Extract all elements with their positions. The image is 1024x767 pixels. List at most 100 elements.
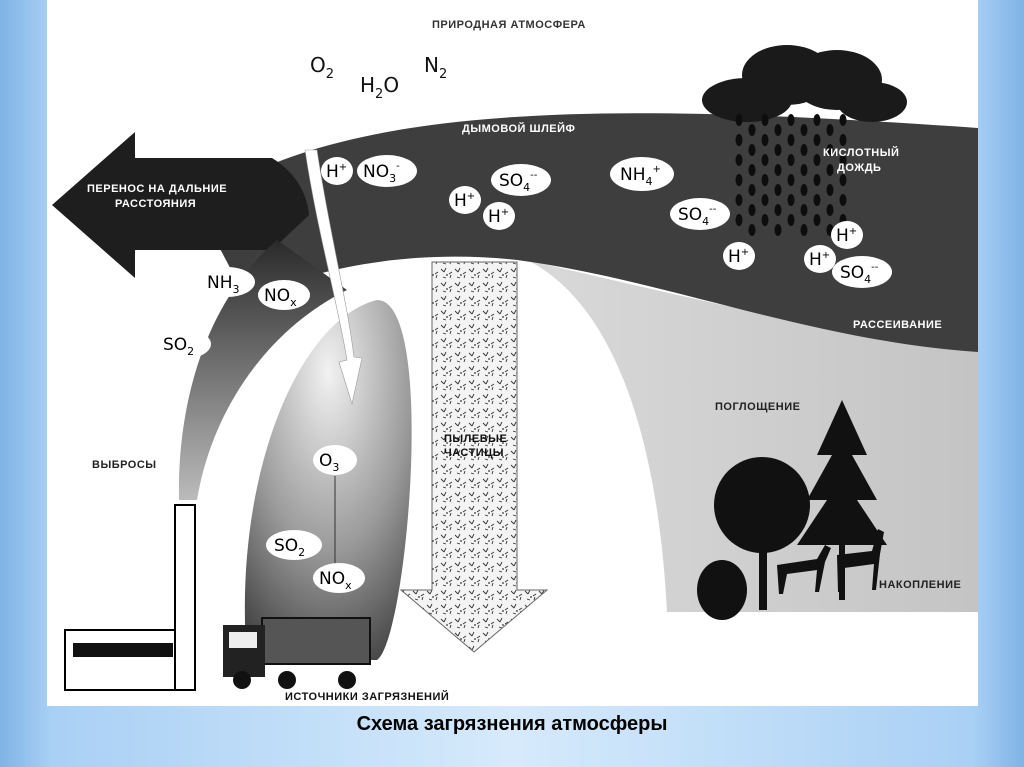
raindrop (761, 114, 769, 126)
raindrop (787, 214, 795, 226)
raindrop (839, 134, 847, 146)
raindrop (748, 204, 756, 216)
ion-h-1: H+ (321, 157, 353, 185)
raindrop (813, 214, 821, 226)
svg-text:H+: H+ (728, 247, 749, 267)
raindrop (813, 174, 821, 186)
raindrop (839, 154, 847, 166)
raindrop (735, 194, 743, 206)
gas-nox-2: NOx (313, 563, 365, 593)
truck (223, 617, 371, 689)
svg-text:SO2: SO2 (163, 335, 194, 358)
raindrop (787, 174, 795, 186)
raindrop (774, 204, 782, 216)
raindrop (813, 114, 821, 126)
raindrop (761, 214, 769, 226)
o2-formula: O2 (310, 53, 334, 82)
raindrop (800, 124, 808, 136)
raindrop (839, 194, 847, 206)
smoke-plume-label: ДЫМОВОЙ ШЛЕЙФ (462, 122, 575, 135)
svg-text:H+: H+ (836, 226, 857, 246)
raindrop (800, 204, 808, 216)
raindrop (761, 174, 769, 186)
raindrop (826, 144, 834, 156)
raindrop (839, 114, 847, 126)
raindrop (826, 184, 834, 196)
raindrop (826, 124, 834, 136)
ion-h-2: H+ (449, 186, 481, 214)
raindrop (748, 184, 756, 196)
raindrop (826, 204, 834, 216)
gas-nox-1: NOx (258, 280, 310, 310)
dispersion-label: РАССЕИВАНИЕ (853, 319, 942, 331)
svg-text:NO3-: NO3- (363, 161, 400, 185)
raindrop (800, 184, 808, 196)
ion-nh4: NH4+ (610, 157, 674, 191)
raindrop (787, 114, 795, 126)
raindrop (800, 144, 808, 156)
svg-text:NH3: NH3 (207, 273, 240, 296)
acid-rain-cloud (702, 45, 907, 122)
raindrop (735, 114, 743, 126)
accumulation-label: НАКОПЛЕНИЕ (879, 579, 961, 591)
svg-text:NOx: NOx (319, 569, 352, 592)
dust-label-2: ЧАСТИЦЫ (444, 447, 504, 459)
gas-so2-1: SO2 (155, 329, 211, 359)
raindrop (748, 124, 756, 136)
acid-rain-label-2: ДОЖДЬ (837, 162, 881, 174)
raindrop (735, 154, 743, 166)
raindrop (735, 214, 743, 226)
raindrop (800, 224, 808, 236)
raindrop (761, 194, 769, 206)
raindrop (774, 144, 782, 156)
raindrop (787, 194, 795, 206)
long-range-label-1: ПЕРЕНОС НА ДАЛЬНИЕ (87, 183, 227, 195)
raindrop (813, 134, 821, 146)
n2-formula: N2 (424, 53, 447, 82)
raindrop (761, 154, 769, 166)
raindrop (748, 224, 756, 236)
factory (64, 504, 196, 691)
raindrop (748, 144, 756, 156)
raindrop (826, 164, 834, 176)
ion-so4-1: SO4-- (491, 164, 551, 196)
deer (777, 529, 884, 594)
absorption-label: ПОГЛОЩЕНИЕ (715, 401, 800, 413)
svg-text:H+: H+ (326, 162, 347, 182)
gas-o3: O3 (313, 445, 357, 475)
pollution-dome (244, 300, 412, 660)
svg-text:NH4+: NH4+ (620, 164, 661, 188)
ion-h-6: H+ (804, 245, 836, 273)
raindrop (787, 154, 795, 166)
deposition-arrow (304, 149, 363, 406)
svg-text:SO4--: SO4-- (840, 262, 879, 286)
svg-text:NOx: NOx (264, 286, 297, 309)
svg-text:SO2: SO2 (274, 536, 305, 559)
gas-so2-2: SO2 (266, 530, 322, 560)
ion-h-5: H+ (831, 221, 863, 249)
raindrop (735, 134, 743, 146)
pollution-diagram: ПРИРОДНАЯ АТМОСФЕРА ДЫМОВОЙ ШЛЕЙФ ПЕРЕНО… (52, 19, 978, 703)
svg-text:SO4--: SO4-- (678, 204, 717, 228)
natural-atmosphere-label: ПРИРОДНАЯ АТМОСФЕРА (432, 19, 586, 31)
raindrop (774, 224, 782, 236)
raindrop (774, 164, 782, 176)
svg-text:O3: O3 (319, 451, 339, 474)
gas-nh3: NH3 (199, 267, 255, 297)
ion-so4-2: SO4-- (670, 198, 730, 230)
raindrop (839, 174, 847, 186)
emission-fan (178, 240, 347, 500)
raindrop (787, 134, 795, 146)
long-range-label-2: РАССТОЯНИЯ (115, 198, 196, 210)
raindrop (761, 134, 769, 146)
ion-no3: NO3- (357, 155, 417, 187)
pollution-sources-label: ИСТОЧНИКИ ЗАГРЯЗНЕНИЙ (285, 690, 449, 703)
raindrop (735, 174, 743, 186)
raindrop (774, 124, 782, 136)
h2o-formula: H2O (360, 73, 399, 102)
svg-text:SO4--: SO4-- (499, 170, 538, 194)
raindrop (813, 154, 821, 166)
raindrop (748, 164, 756, 176)
ion-h-3: H+ (483, 202, 515, 230)
forest (697, 400, 887, 620)
